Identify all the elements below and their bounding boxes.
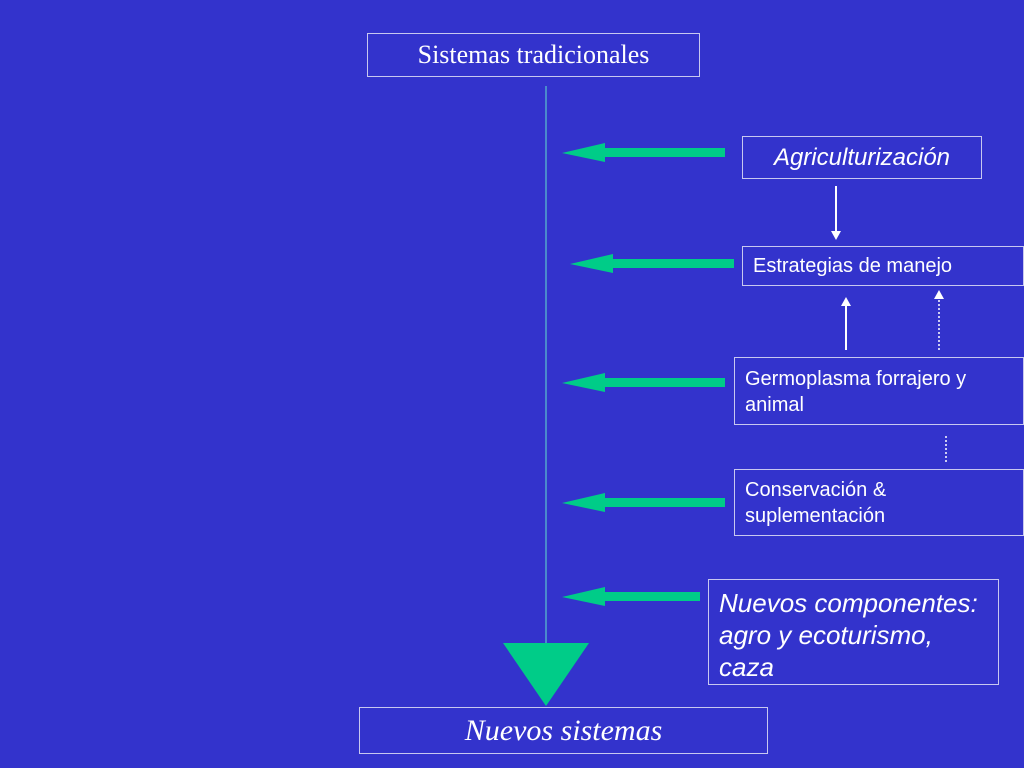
sistemas-tradicionales-box: Sistemas tradicionales xyxy=(367,33,700,77)
estrategias-box: Estrategias de manejo xyxy=(742,246,1024,286)
white-dotted-arrow-up xyxy=(934,290,944,350)
conservacion-label: Conservación & suplementación xyxy=(745,479,887,527)
down-triangle-arrowhead xyxy=(503,643,589,706)
green-arrow-4 xyxy=(562,493,725,512)
sistemas-tradicionales-label: Sistemas tradicionales xyxy=(417,40,650,69)
green-arrow-1 xyxy=(562,143,725,162)
agriculturizacion-box: Agriculturización xyxy=(742,136,982,179)
nuevos-componentes-box: Nuevos componentes: agro y ecoturismo, c… xyxy=(708,579,999,685)
agriculturizacion-label: Agriculturización xyxy=(773,143,951,171)
conservacion-box: Conservación & suplementación xyxy=(734,469,1024,536)
nuevos-componentes-label: Nuevos componentes: agro y ecoturismo, c… xyxy=(719,588,978,682)
germoplasma-box: Germoplasma forrajero y animal xyxy=(734,357,1024,425)
nuevos-sistemas-label: Nuevos sistemas xyxy=(464,713,663,747)
estrategias-label: Estrategias de manejo xyxy=(753,254,953,277)
germoplasma-label: Germoplasma forrajero y animal xyxy=(745,368,967,416)
nuevos-sistemas-box: Nuevos sistemas xyxy=(359,707,768,754)
white-arrow-down xyxy=(831,186,841,240)
white-arrow-up xyxy=(841,297,851,350)
green-arrow-2 xyxy=(570,254,734,273)
green-arrow-3 xyxy=(562,373,725,392)
green-arrow-5 xyxy=(562,587,700,606)
